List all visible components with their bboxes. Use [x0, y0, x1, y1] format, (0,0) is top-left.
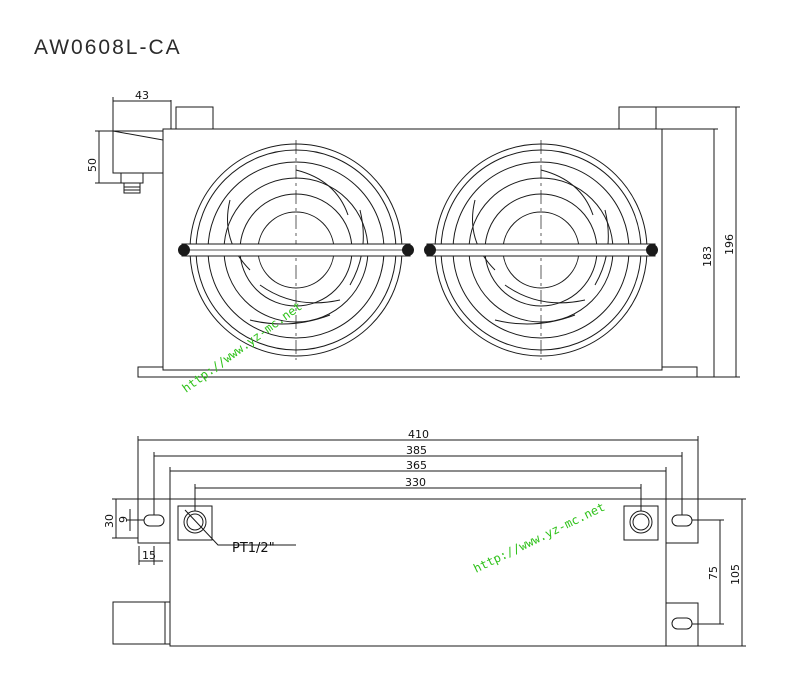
drawing-title: AW0608L-CA: [34, 36, 182, 59]
foot-right: [636, 366, 698, 378]
watermark-bottom: http://www.yz-mc.net: [471, 500, 607, 576]
fan-left: [178, 140, 414, 360]
dim-label-15: 15: [142, 549, 156, 562]
bottom-view: [112, 436, 746, 647]
dim-label-105: 105: [729, 564, 742, 585]
dim-label-75: 75: [707, 566, 720, 580]
dim-label-196: 196: [723, 234, 736, 255]
dim-label-183: 183: [701, 246, 714, 267]
foot-left: [137, 366, 183, 378]
top-port-right: [618, 106, 657, 130]
connector-box: [112, 130, 164, 194]
dim-label-43: 43: [135, 89, 149, 102]
cooler-body: [162, 128, 663, 371]
pipe-stub: [112, 601, 171, 645]
dim-label-410: 410: [408, 428, 429, 441]
dim-label-330: 330: [405, 476, 426, 489]
port-label: PT1/2": [232, 541, 275, 556]
watermark-top: http://www.yz-mc.net: [180, 299, 305, 395]
top-port-left: [175, 106, 214, 130]
dim-label-365: 365: [406, 459, 427, 472]
fan-right: [424, 140, 658, 360]
dim-label-9: 9: [117, 516, 130, 523]
dim-label-30: 30: [103, 514, 116, 528]
dim-label-385: 385: [406, 444, 427, 457]
cooler-base: [169, 498, 667, 647]
front-view: [95, 97, 740, 378]
dim-label-50: 50: [86, 158, 99, 172]
